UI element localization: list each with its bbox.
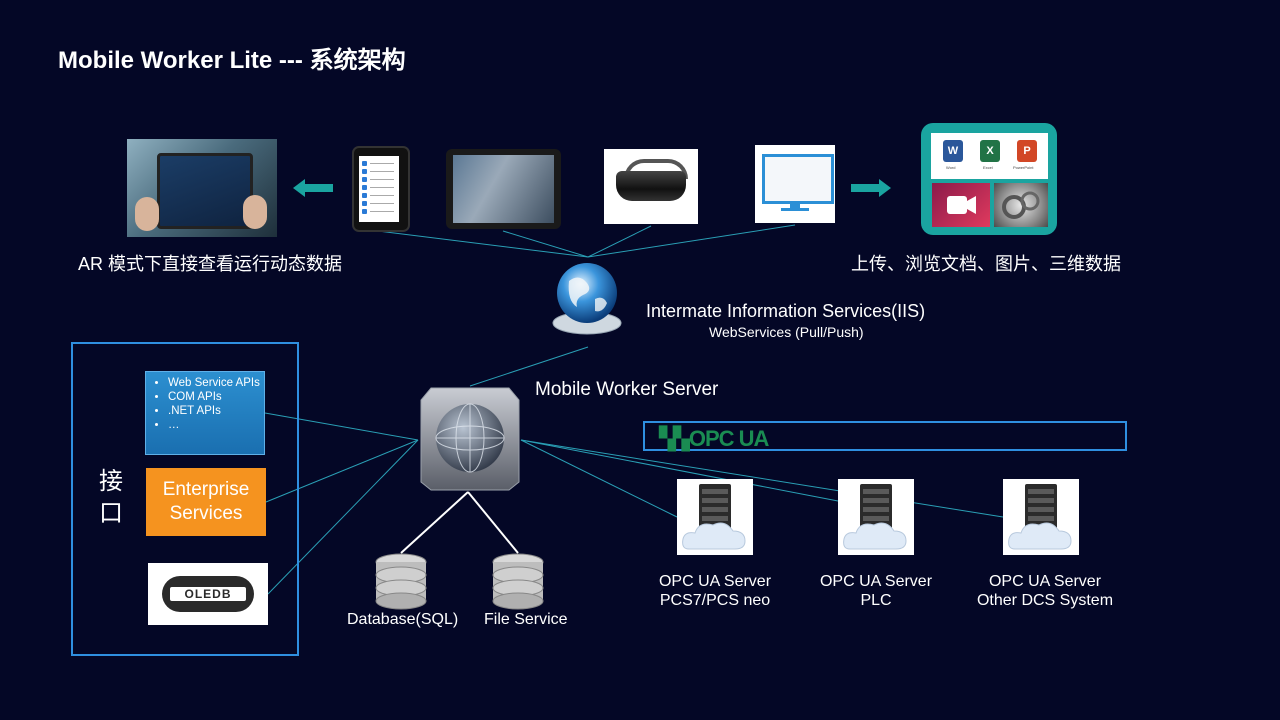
line-apis-server [264, 412, 419, 441]
file-service-icon [492, 553, 544, 610]
opc-server-1-line1: OPC UA Server [658, 573, 772, 590]
documents-panel: W Word X Excel P PowerPoint [921, 123, 1057, 235]
apis-box: Web Service APIs COM APIs .NET APIs … [145, 371, 265, 455]
opc-ua-banner: ▚▚OPC UA [643, 421, 1127, 451]
word-icon: W [943, 140, 963, 162]
line-server-opc3 [520, 439, 1004, 518]
iis-subtitle: WebServices (Pull/Push) [709, 324, 864, 340]
database-label: Database(SQL) [347, 611, 459, 628]
documents-caption: 上传、浏览文档、图片、三维数据 [851, 254, 1121, 274]
word-caption: Word [946, 165, 956, 170]
opc-ua-logo-dots: ▚▚ [659, 426, 690, 451]
excel-icon: X [980, 140, 1000, 162]
line-enterprise-server [265, 439, 419, 503]
api-item-web-service: Web Service APIs [168, 376, 264, 390]
industrial-tablet-image [446, 149, 561, 229]
opc-ua-logo: ▚▚OPC UA [659, 426, 770, 452]
opc-server-icon [838, 479, 914, 555]
opc-server-2-line2: PLC [860, 592, 892, 609]
opc-ua-logo-text: OPC UA [688, 426, 770, 451]
interfaces-label-line1: 接 [99, 468, 123, 495]
mobile-worker-server-icon [420, 387, 520, 491]
interfaces-box [71, 342, 299, 656]
database-icon [375, 553, 427, 610]
hololens-image [604, 149, 698, 224]
file-service-label: File Service [484, 611, 568, 628]
line-globe-server [469, 346, 589, 387]
3d-model-icon [994, 183, 1048, 227]
api-item-more: … [168, 418, 264, 432]
arrow-left-icon [293, 179, 333, 197]
opc-server-1-line2: PCS7/PCS neo [659, 592, 771, 609]
oledb-logo: OLEDB [148, 563, 268, 625]
line-server-file [467, 491, 519, 554]
ar-tablet-image [127, 139, 277, 237]
line-server-opc2 [520, 439, 839, 502]
opc-server-icon [1003, 479, 1079, 555]
opc-server-label-1: OPC UA Server PCS7/PCS neo [645, 572, 785, 610]
mobile-phone-image [352, 146, 410, 232]
opc-server-2-line1: OPC UA Server [819, 573, 933, 590]
iis-globe-icon [552, 263, 622, 335]
server-label: Mobile Worker Server [535, 379, 719, 400]
enterprise-services-box: Enterprise Services [146, 468, 266, 536]
video-icon [932, 183, 990, 227]
line-holo-globe [587, 225, 652, 258]
arrow-right-icon [851, 179, 891, 197]
api-item-net: .NET APIs [168, 404, 264, 418]
opc-server-label-3: OPC UA Server Other DCS System [965, 572, 1125, 610]
interfaces-label: 接 口 [96, 466, 126, 530]
interfaces-label-line2: 口 [99, 500, 123, 527]
desktop-monitor-image [755, 145, 835, 223]
opc-server-icon [677, 479, 753, 555]
line-tablet-globe [502, 230, 589, 258]
powerpoint-icon: P [1017, 140, 1037, 162]
excel-caption: Excel [983, 165, 993, 170]
line-monitor-globe [587, 224, 796, 258]
oledb-text: OLEDB [170, 587, 246, 601]
iis-title: Intermate Information Services(IIS) [646, 301, 926, 321]
page-title: Mobile Worker Lite --- 系统架构 [58, 47, 406, 74]
opc-server-3-line1: OPC UA Server [988, 573, 1102, 590]
line-server-database [400, 491, 469, 554]
line-server-opc1 [520, 439, 678, 518]
line-oledb-server [267, 439, 419, 595]
api-item-com: COM APIs [168, 390, 264, 404]
opc-server-label-2: OPC UA Server PLC [806, 572, 946, 610]
line-phone-globe [377, 230, 589, 258]
opc-server-3-line2: Other DCS System [976, 592, 1114, 609]
ar-caption: AR 模式下直接查看运行动态数据 [78, 254, 343, 274]
powerpoint-caption: PowerPoint [1013, 165, 1034, 170]
